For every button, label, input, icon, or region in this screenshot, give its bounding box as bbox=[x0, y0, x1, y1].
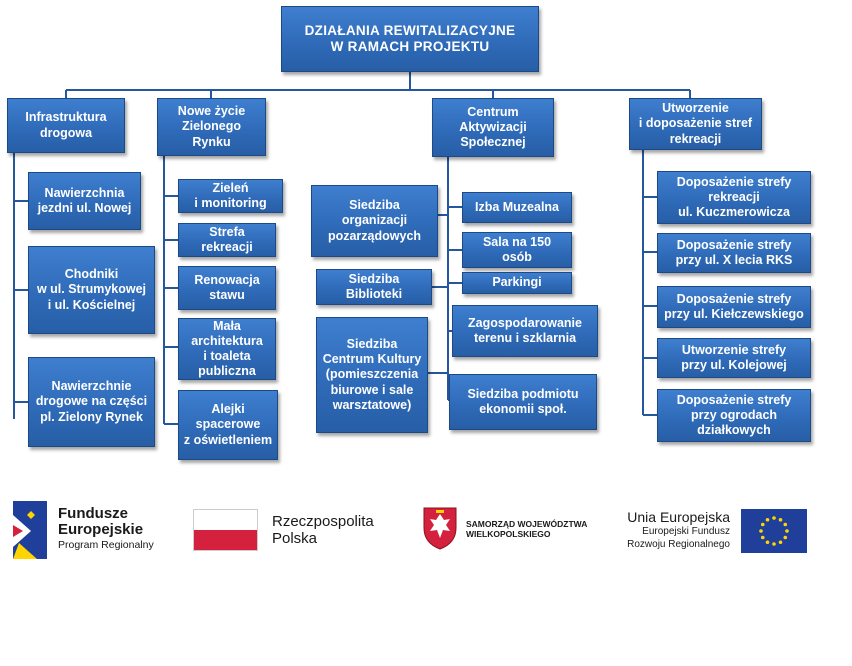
logo-strip: Fundusze Europejskie Program Regionalny … bbox=[0, 495, 852, 565]
item-label: Utworzenie strefy przy ul. Kolejowej bbox=[681, 342, 787, 372]
eu-star bbox=[772, 542, 776, 546]
eu-flag-icon bbox=[741, 509, 807, 553]
eu-star bbox=[778, 540, 783, 545]
polska-text: Rzeczpospolita Polska bbox=[272, 513, 374, 547]
item-label: Nawierzchnia jezdni ul. Nowej bbox=[37, 185, 132, 215]
item-label: Zieleń i monitoring bbox=[194, 180, 267, 210]
item-box: Siedziba podmiotu ekonomii społ. bbox=[449, 374, 597, 430]
root-label: DZIAŁANIA REWITALIZACYJNE W RAMACH PROJE… bbox=[304, 22, 516, 54]
item-label: Chodniki w ul. Strumykowej i ul. Kościel… bbox=[36, 267, 147, 312]
item-box: Utworzenie strefy przy ul. Kolejowej bbox=[657, 338, 811, 378]
item-box: Doposażenie strefy przy ul. X lecia RKS bbox=[657, 233, 811, 273]
eu-star bbox=[760, 535, 765, 540]
item-label: Siedziba Biblioteki bbox=[345, 271, 403, 301]
polska-line1: Rzeczpospolita bbox=[272, 513, 374, 530]
item-label: Siedziba organizacji pozarządowych bbox=[327, 198, 422, 243]
item-box: Zieleń i monitoring bbox=[178, 179, 283, 213]
eu-star bbox=[783, 522, 788, 527]
eu-star bbox=[783, 535, 788, 540]
item-label: Sala na 150 osób bbox=[482, 234, 552, 264]
item-box: Parkingi bbox=[462, 272, 572, 294]
ue-line1: Unia Europejska bbox=[627, 509, 730, 525]
item-box: Renowacja stawu bbox=[178, 266, 276, 310]
connector-lines bbox=[13, 72, 691, 425]
eu-star bbox=[759, 529, 763, 533]
eu-star bbox=[785, 529, 789, 533]
ue-line2: Europejski Fundusz bbox=[642, 526, 730, 537]
item-label: Doposażenie strefy przy ul. Kiełczewskie… bbox=[664, 291, 804, 321]
item-label: Izba Muzealna bbox=[474, 199, 560, 214]
item-box: Izba Muzealna bbox=[462, 192, 572, 223]
item-label: Zagospodarowanie terenu i szklarnia bbox=[468, 315, 582, 345]
fundusze-line2: Europejskie bbox=[58, 521, 144, 538]
item-box: Doposażenie strefy rekreacji ul. Kuczmer… bbox=[657, 171, 811, 224]
item-box: Strefa rekreacji bbox=[178, 223, 276, 257]
item-box: Nawierzchnia jezdni ul. Nowej bbox=[28, 172, 141, 230]
fundusze-line3: Program Regionalny bbox=[58, 539, 154, 551]
item-label: Nawierzchnie drogowe na części pl. Zielo… bbox=[35, 379, 148, 424]
item-box: Doposażenie strefy przy ul. Kiełczewskie… bbox=[657, 286, 811, 328]
item-label: Doposażenie strefy rekreacji ul. Kuczmer… bbox=[676, 174, 792, 220]
item-label: Siedziba Centrum Kultury (pomieszczenia … bbox=[322, 336, 422, 412]
column-header-centrum: Centrum Aktywizacji Społecznej bbox=[432, 98, 554, 157]
eu-star bbox=[765, 517, 770, 522]
samorzad-line1: SAMORZĄD WOJEWÓDZTWA bbox=[466, 519, 588, 529]
org-chart: DZIAŁANIA REWITALIZACYJNE W RAMACH PROJE… bbox=[7, 6, 811, 460]
item-box: Chodniki w ul. Strumykowej i ul. Kościel… bbox=[28, 246, 155, 334]
item-label: Alejki spacerowe z oświetleniem bbox=[183, 402, 273, 447]
item-box: Doposażenie strefy przy ogrodach działko… bbox=[657, 389, 811, 442]
item-box: Zagospodarowanie terenu i szklarnia bbox=[452, 305, 598, 357]
eu-star bbox=[778, 517, 783, 522]
column-header-nowe-zycie: Nowe życie Zielonego Rynku bbox=[157, 98, 266, 156]
wielkopolska-coat-of-arms-icon bbox=[423, 507, 457, 550]
samorzad-line2: WIELKOPOLSKIEGO bbox=[466, 529, 551, 539]
column-header-label: Nowe życie Zielonego Rynku bbox=[177, 104, 246, 149]
item-box: Nawierzchnie drogowe na części pl. Zielo… bbox=[28, 357, 155, 447]
item-box: Siedziba Biblioteki bbox=[316, 269, 432, 305]
column-header-label: Utworzenie i doposażenie stref rekreacji bbox=[638, 101, 753, 146]
column-header-label: Infrastruktura drogowa bbox=[25, 110, 107, 140]
item-label: Mała architektura i toaleta publiczna bbox=[191, 318, 263, 379]
item-box: Siedziba Centrum Kultury (pomieszczenia … bbox=[316, 317, 428, 433]
polska-line2: Polska bbox=[272, 530, 318, 547]
fundusze-europejskie-logo-icon bbox=[13, 501, 47, 559]
column-header-label: Centrum Aktywizacji Społecznej bbox=[459, 104, 527, 150]
fundusze-line1: Fundusze bbox=[58, 505, 128, 522]
item-label: Parkingi bbox=[492, 275, 542, 290]
eu-star bbox=[765, 540, 770, 545]
poland-flag-icon bbox=[193, 509, 258, 551]
fundusze-text: Fundusze Europejskie Program Regionalny bbox=[58, 506, 154, 552]
samorzad-text: SAMORZĄD WOJEWÓDZTWA WIELKOPOLSKIEGO bbox=[466, 519, 587, 539]
item-label: Doposażenie strefy przy ogrodach działko… bbox=[676, 392, 792, 438]
eu-star bbox=[772, 516, 776, 520]
item-label: Strefa rekreacji bbox=[201, 224, 253, 254]
column-header-infrastruktura: Infrastruktura drogowa bbox=[7, 98, 125, 153]
ue-line3: Rozwoju Regionalnego bbox=[627, 539, 730, 550]
item-label: Siedziba podmiotu ekonomii społ. bbox=[467, 386, 579, 416]
eu-star bbox=[760, 522, 765, 527]
item-box: Alejki spacerowe z oświetleniem bbox=[178, 390, 278, 460]
item-label: Doposażenie strefy przy ul. X lecia RKS bbox=[675, 237, 793, 267]
item-label: Renowacja stawu bbox=[194, 272, 260, 302]
item-box: Mała architektura i toaleta publiczna bbox=[178, 318, 276, 380]
root-box: DZIAŁANIA REWITALIZACYJNE W RAMACH PROJE… bbox=[281, 6, 539, 72]
item-box: Sala na 150 osób bbox=[462, 232, 572, 268]
column-header-utworzenie: Utworzenie i doposażenie stref rekreacji bbox=[629, 98, 762, 150]
item-box: Siedziba organizacji pozarządowych bbox=[311, 185, 438, 257]
ue-text: Unia Europejska Europejski Fundusz Rozwo… bbox=[610, 509, 730, 551]
